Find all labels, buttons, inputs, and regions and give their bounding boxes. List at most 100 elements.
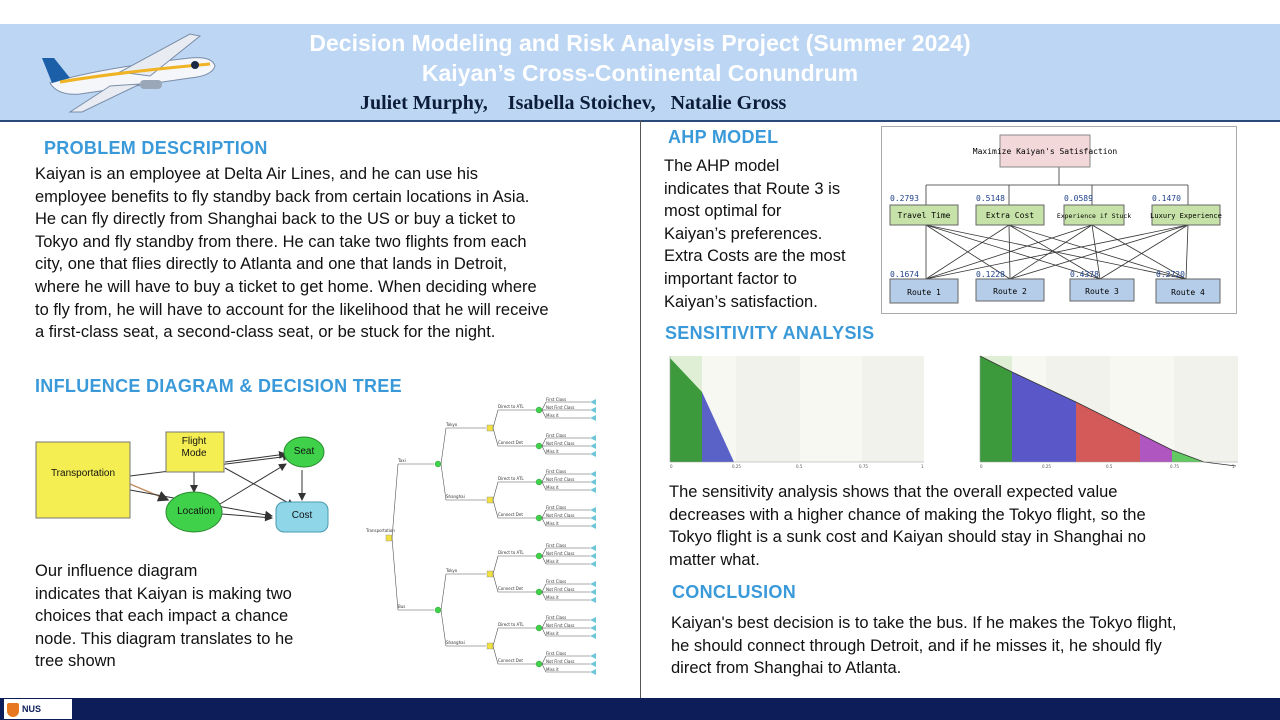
tree-terminal-node <box>590 443 596 449</box>
tree-label: Tokyo <box>445 422 458 427</box>
tree-label: First Class <box>546 505 566 510</box>
tree-branch <box>492 427 499 447</box>
location-node <box>165 491 223 533</box>
ahp-alternative-weight: 0.4378 <box>1070 270 1099 279</box>
tree-branch <box>541 555 547 565</box>
svg-text:0: 0 <box>670 464 673 469</box>
tree-label: Connect Det <box>498 512 523 517</box>
ahp-alternative-weight: 0.1228 <box>976 270 1005 279</box>
tree-terminal-node <box>590 479 596 485</box>
conclusion-text: Kaiyan's best decision is to take the bu… <box>671 612 1261 680</box>
cost-node <box>275 501 329 533</box>
tree-branch <box>541 591 547 601</box>
tree-label: Transportation <box>365 528 395 533</box>
tree-label: Not First Class <box>546 551 575 556</box>
tree-label: Connect Det <box>498 586 523 591</box>
ahp-line: most optimal for <box>664 202 782 221</box>
ahp-alternative-label: Route 3 <box>1085 287 1119 296</box>
ahp-line: Kaiyan’s satisfaction. <box>664 292 818 311</box>
sensitivity-line: matter what. <box>669 550 760 569</box>
tree-label: Miss it <box>546 413 559 418</box>
tree-branch <box>541 663 547 673</box>
tree-branch <box>541 481 547 491</box>
tree-decision-node <box>486 424 494 432</box>
ahp-line: The AHP model <box>664 157 780 175</box>
tree-label: Not First Class <box>546 513 575 518</box>
ahp-goal-node <box>999 134 1091 168</box>
header-banner: Decision Modeling and Risk Analysis Proj… <box>0 24 1280 122</box>
tree-chance-node <box>434 460 442 468</box>
tree-terminal-node <box>590 507 596 513</box>
tree-decision-node <box>486 642 494 650</box>
tree-branch <box>492 555 499 575</box>
tree-label: Miss it <box>546 631 559 636</box>
seat-label: Seat <box>293 446 315 457</box>
airplane-icon <box>42 33 216 113</box>
conclusion-heading: CONCLUSION <box>672 582 796 602</box>
ahp-alternatives <box>889 278 1221 304</box>
tree-decision-node <box>486 496 494 504</box>
tree-branch <box>541 627 547 637</box>
ahp-criterion-label: Luxury Experience <box>1150 212 1222 220</box>
influence-line: Our influence diagram <box>35 562 198 580</box>
authors: Juliet Murphy, Isabella Stoichev, Natali… <box>360 92 787 114</box>
tree-branch <box>492 409 499 429</box>
tree-label: Direct to ATL <box>498 622 524 627</box>
tree-chance-node <box>535 478 543 486</box>
tree-terminal-node <box>590 661 596 667</box>
tree-branch <box>440 573 447 611</box>
influence-line: indicates that Kaiyan is making two <box>35 584 292 603</box>
tree-label: First Class <box>546 469 566 474</box>
conclusion-line: direct from Shanghai to Atlanta. <box>671 659 902 678</box>
tree-label: Bus <box>398 604 405 609</box>
tree-terminal-node <box>590 415 596 421</box>
conclusion-line: Kaiyan's best decision is to take the bu… <box>671 614 1177 632</box>
ahp-criterion-weight: 0.2793 <box>890 194 919 203</box>
tree-terminal-node <box>590 625 596 631</box>
sensitivity-text: The sensitivity analysis shows that the … <box>669 481 1229 571</box>
flight-mode-label: Flight Mode <box>181 436 207 459</box>
nus-logo: NUS <box>4 699 72 719</box>
conclusion-line: he should connect through Detroit, and i… <box>671 636 1162 655</box>
tree-label: First Class <box>546 397 566 402</box>
column-divider <box>640 120 641 712</box>
tree-terminal-node <box>590 653 596 659</box>
tree-branch <box>492 627 499 647</box>
problem-line: where he will have to buy a ticket to ge… <box>35 277 537 296</box>
tree-label: Not First Class <box>546 623 575 628</box>
ahp-criterion-label: Travel Time <box>898 211 951 220</box>
tree-label: Connect Det <box>498 658 523 663</box>
tree-terminal-node <box>590 399 596 405</box>
problem-line: employee benefits to fly standby back fr… <box>35 187 530 206</box>
sensitivity-line: decreases with a higher chance of making… <box>669 505 1146 524</box>
tree-label: First Class <box>546 615 566 620</box>
tree-terminal-node <box>590 471 596 477</box>
tree-label: Tokyo <box>445 568 458 573</box>
problem-line: Kaiyan is an employee at Delta Air Lines… <box>35 165 479 183</box>
tree-terminal-node <box>590 633 596 639</box>
tree-decision-node <box>486 570 494 578</box>
ahp-line: important factor to <box>664 269 797 288</box>
tree-branch <box>541 547 547 557</box>
tree-decision-node <box>385 534 393 542</box>
tree-chance-node <box>535 588 543 596</box>
ahp-line: indicates that Route 3 is <box>664 179 841 198</box>
tree-label: Not First Class <box>546 441 575 446</box>
ahp-alternative-label: Route 1 <box>907 288 941 297</box>
tree-label: Not First Class <box>546 405 575 410</box>
ahp-alternative-label: Route 2 <box>993 287 1027 296</box>
tree-branch <box>541 445 547 455</box>
influence-line: tree shown <box>35 652 116 671</box>
sensitivity-line: Tokyo flight is a sunk cost and Kaiyan s… <box>669 528 1146 547</box>
tree-label: Direct to ATL <box>498 404 524 409</box>
tree-label: Miss it <box>546 667 559 672</box>
tree-chance-node <box>535 442 543 450</box>
tree-label: Miss it <box>546 559 559 564</box>
cost-label: Cost <box>291 510 313 521</box>
svg-text:1: 1 <box>921 464 924 469</box>
ahp-criteria <box>889 204 1221 226</box>
influence-line: node. This diagram translates to he <box>35 629 294 648</box>
svg-text:1: 1 <box>1232 464 1235 469</box>
footer-bar <box>0 698 1280 720</box>
tree-terminal-node <box>590 487 596 493</box>
